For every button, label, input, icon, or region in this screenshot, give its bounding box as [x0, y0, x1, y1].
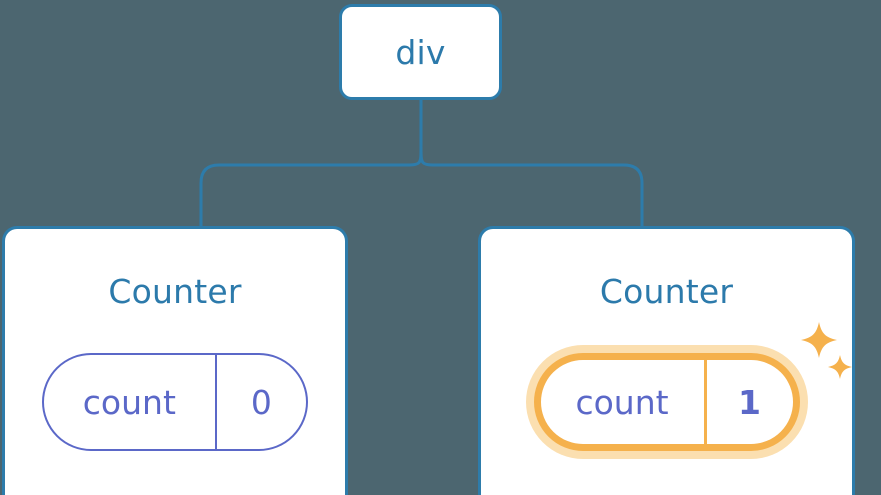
state-pill[interactable]: count 0	[42, 353, 308, 451]
root-node-div[interactable]: div	[339, 4, 502, 100]
component-title: Counter	[108, 272, 242, 311]
state-pill-wrapper: count 0	[5, 353, 345, 451]
component-card-counter-right[interactable]: Counter count 1	[478, 226, 855, 495]
state-value: 0	[250, 382, 272, 422]
component-card-counter-left[interactable]: Counter count 0	[2, 226, 348, 495]
state-key: count	[44, 355, 217, 449]
state-pill-highlighted[interactable]: count 1	[533, 353, 800, 451]
state-pill-wrapper: count 1	[481, 353, 852, 451]
root-node-label: div	[395, 32, 446, 72]
state-value: 1	[738, 382, 761, 422]
component-title: Counter	[599, 272, 734, 311]
state-key: count	[541, 360, 707, 444]
